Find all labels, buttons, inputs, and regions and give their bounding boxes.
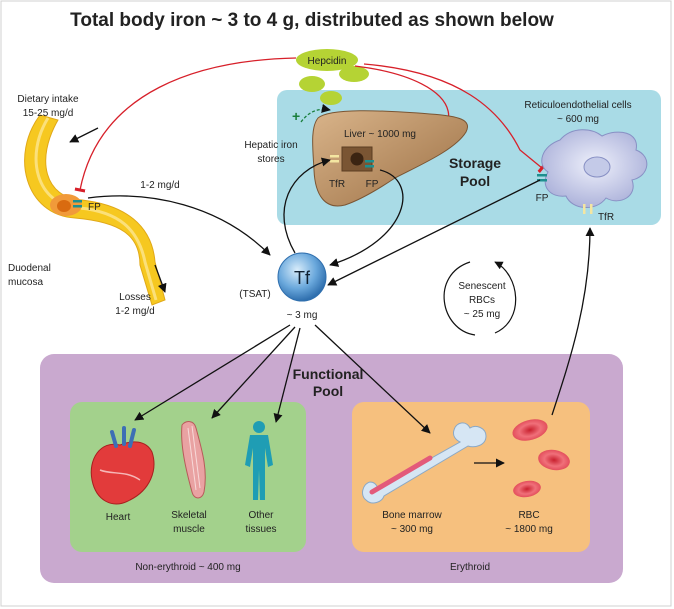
other-tissues-label: Other bbox=[248, 510, 274, 521]
losses-label: Losses bbox=[119, 292, 151, 303]
tsat-label: (TSAT) bbox=[239, 289, 270, 300]
losses-amount: 1-2 mg/d bbox=[115, 306, 154, 317]
tf-amount-label: ~ 3 mg bbox=[287, 310, 318, 321]
transferrin-icon bbox=[277, 252, 327, 302]
duodenum-fp-label: FP bbox=[88, 202, 101, 213]
duodenum-icon bbox=[24, 114, 166, 306]
bone-icon bbox=[362, 422, 487, 504]
bone-marrow-amount: ~ 300 mg bbox=[391, 524, 433, 535]
absorption-rate: 1-2 mg/d bbox=[140, 180, 179, 191]
liver-icon bbox=[312, 110, 468, 207]
hepatic-stores-label: Hepatic iron bbox=[244, 140, 297, 151]
dietary-intake-label: Dietary intake bbox=[17, 94, 79, 105]
rbc-icon bbox=[512, 419, 570, 498]
non-erythroid-label: Non-erythroid ~ 400 mg bbox=[135, 562, 240, 573]
other-tissues-label-2: tissues bbox=[245, 524, 276, 535]
losses-arrow bbox=[154, 264, 167, 293]
reticuloendothelial-label: Reticuloendothelial cells bbox=[524, 100, 631, 111]
senescent-label: Senescent bbox=[458, 281, 505, 292]
hepcidin-induction-arrow bbox=[300, 103, 331, 123]
tf-to-heart-arrow bbox=[134, 324, 291, 421]
tf-to-liver-arrow bbox=[283, 157, 331, 254]
liver-to-tf-arrow bbox=[329, 169, 404, 267]
hepatic-stores-label-2: stores bbox=[257, 154, 284, 165]
senescent-cycle-right bbox=[494, 261, 517, 334]
liver-tfr-label: TfR bbox=[329, 179, 345, 190]
functional-pool-title-2: Pool bbox=[313, 383, 343, 399]
hepcidin-icon bbox=[296, 49, 369, 105]
functional-pool-title: Functional bbox=[293, 366, 364, 382]
macrophage-to-tf-arrow bbox=[327, 179, 541, 286]
tf-to-muscle-arrow bbox=[211, 326, 296, 419]
tf-to-marrow-arrow bbox=[314, 324, 431, 434]
muscle-label-2: muscle bbox=[173, 524, 205, 535]
reticuloendothelial-amount: ~ 600 mg bbox=[557, 114, 599, 125]
heart-icon bbox=[90, 426, 155, 505]
hepcidin-inhibit-macrophage bbox=[363, 63, 547, 174]
human-figure-icon bbox=[245, 421, 273, 500]
senescent-label-2: RBCs bbox=[469, 295, 495, 306]
transferrin-label: Tf bbox=[294, 268, 311, 288]
dietary-arrow bbox=[69, 127, 99, 143]
liver-fp-label: FP bbox=[366, 179, 379, 190]
macrophage-fp-label: FP bbox=[536, 193, 549, 204]
storage-pool-title-2: Pool bbox=[460, 173, 490, 189]
duodenal-mucosa-label: Duodenal bbox=[8, 263, 51, 274]
erythroid-box bbox=[352, 402, 590, 552]
muscle-icon bbox=[181, 421, 206, 499]
storage-pool-title: Storage bbox=[449, 155, 501, 171]
muscle-label: Skeletal bbox=[171, 510, 207, 521]
duodenal-mucosa-label-2: mucosa bbox=[8, 277, 43, 288]
diagram-title: Total body iron ~ 3 to 4 g, distributed … bbox=[70, 10, 554, 31]
liver-label: Liver ~ 1000 mg bbox=[344, 129, 416, 140]
senescent-amount: ~ 25 mg bbox=[464, 309, 500, 320]
hepcidin-inhibit-duodenum bbox=[74, 57, 297, 193]
erythroid-label: Erythroid bbox=[450, 562, 490, 573]
heart-label: Heart bbox=[106, 512, 131, 523]
bone-marrow-label: Bone marrow bbox=[382, 510, 442, 521]
hepcidin-label: Hepcidin bbox=[308, 56, 347, 67]
plus-icon: + bbox=[292, 108, 300, 124]
senescent-cycle-left bbox=[443, 261, 476, 336]
rbc-amount: ~ 1800 mg bbox=[505, 524, 553, 535]
tf-to-tissues-arrow bbox=[273, 327, 301, 423]
macrophage-tfr-label: TfR bbox=[598, 212, 614, 223]
macrophage-icon bbox=[537, 129, 648, 214]
rbc-to-macrophage-arrow bbox=[551, 227, 595, 416]
rbc-label: RBC bbox=[518, 510, 539, 521]
absorption-arrow bbox=[87, 195, 271, 256]
dietary-intake-amount: 15-25 mg/d bbox=[23, 108, 74, 119]
